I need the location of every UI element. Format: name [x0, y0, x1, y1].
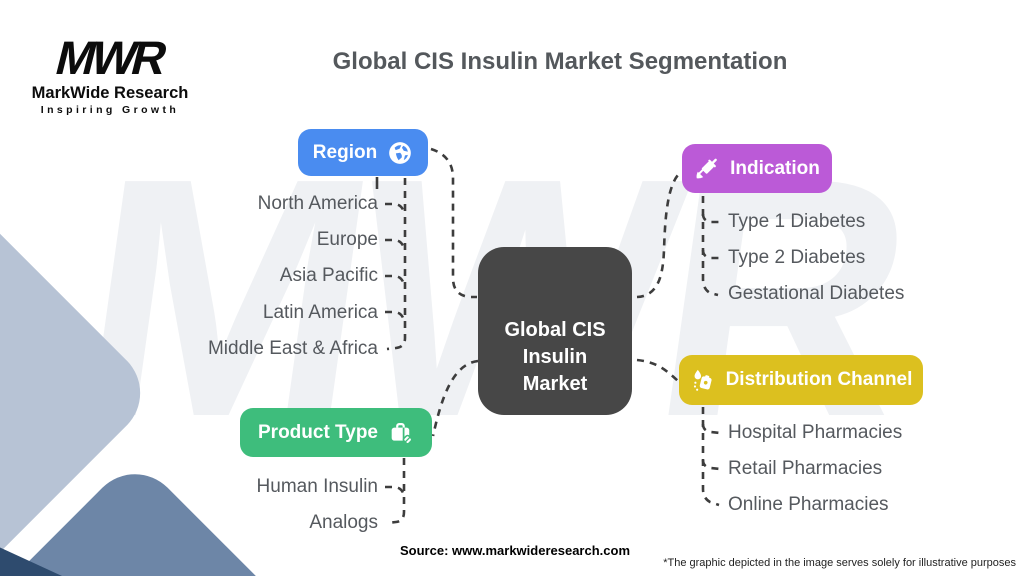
syringe-icon — [694, 156, 720, 182]
branch-node-region: Region — [298, 129, 428, 176]
list-item: North America — [257, 193, 378, 214]
branch-label-region: Region — [312, 141, 378, 163]
list-item: Online Pharmacies — [728, 494, 889, 516]
logo-mwr-mark: MWR — [50, 31, 170, 84]
branch-node-distribution-channel: Distribution Channel — [679, 355, 923, 405]
branch-label-distribution-channel: Distribution Channel — [725, 369, 913, 390]
medical-kit-icon — [388, 420, 414, 446]
center-node-line: Global CIS — [504, 319, 606, 341]
list-item: Latin America — [262, 301, 378, 323]
branch-label-product-type: Product Type — [258, 421, 378, 443]
center-node-global-cis-insulin-market: Global CIS Insulin Market — [478, 247, 632, 415]
list-item: Hospital Pharmacies — [728, 422, 903, 443]
globe-icon — [387, 140, 413, 166]
distribution-channel-items: Hospital Pharmacies Retail Pharmacies On… — [728, 415, 1024, 524]
list-item: Human Insulin — [256, 476, 378, 497]
list-item: Europe — [316, 229, 378, 251]
branch-node-product-type: Product Type — [240, 408, 432, 457]
list-item: Type 2 Diabetes — [728, 247, 866, 269]
markwide-logo: MWR MarkWide Research Inspiring Growth — [26, 31, 194, 116]
list-item: Middle East & Africa — [207, 337, 378, 359]
branch-node-indication: Indication — [682, 144, 832, 193]
region-items: North America Europe Asia Pacific Latin … — [60, 186, 378, 367]
indication-items: Type 1 Diabetes Type 2 Diabetes Gestatio… — [728, 204, 1024, 313]
list-item: Asia Pacific — [279, 265, 378, 287]
product-type-items: Human Insulin Analogs — [60, 469, 378, 541]
logo-company-name: MarkWide Research — [31, 84, 189, 102]
center-node-line: Insulin — [522, 346, 588, 368]
logo-tagline: Inspiring Growth — [40, 104, 180, 116]
disclaimer-text: *The graphic depicted in the image serve… — [663, 557, 1016, 569]
list-item: Analogs — [309, 512, 378, 534]
page-title: Global CIS Insulin Market Segmentation — [332, 48, 788, 75]
center-node-line: Market — [522, 373, 588, 395]
list-item: Gestational Diabetes — [728, 283, 905, 305]
list-item: Type 1 Diabetes — [728, 211, 866, 232]
branch-label-indication: Indication — [730, 157, 820, 179]
source-text: Source: www.markwideresearch.com — [400, 543, 631, 558]
list-item: Retail Pharmacies — [728, 458, 883, 480]
droplet-package-icon — [690, 367, 716, 393]
